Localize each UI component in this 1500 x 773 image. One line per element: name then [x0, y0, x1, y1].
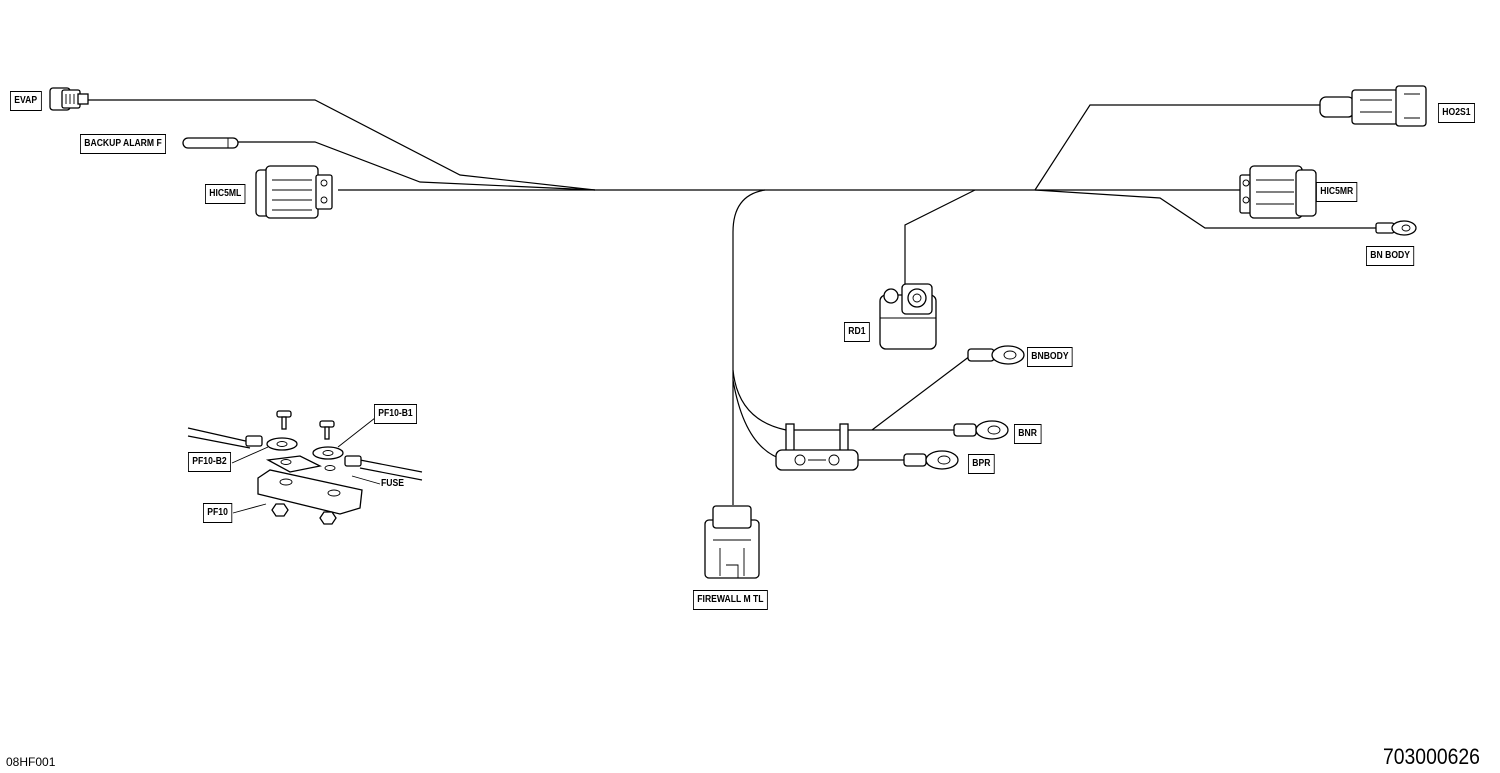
harness-wires: [88, 99, 1378, 505]
bnbody-label: BNBODY: [1027, 347, 1073, 367]
rd1-connector-icon: [879, 283, 937, 350]
bnbody-ring-terminal-icon: [967, 345, 1025, 365]
bnr-ring-terminal-icon: [953, 420, 1009, 440]
hic5mr-connector-icon: [1239, 165, 1317, 219]
bpr-label: BPR: [968, 454, 995, 474]
bn-body-ring-terminal-icon: [1375, 220, 1417, 236]
ho2s1-connector-icon: [1319, 85, 1427, 127]
firewall-connector-label: FIREWALL M TL: [693, 590, 768, 610]
evap-connector-icon: [49, 87, 89, 111]
ho2s1-connector-label: HO2S1: [1438, 103, 1475, 123]
hic5ml-connector-icon: [255, 165, 333, 219]
pf10-label: PF10: [203, 503, 233, 523]
hic5ml-connector-label: HIC5ML: [205, 184, 246, 204]
firewall-connector-icon: [704, 505, 760, 579]
backup-alarm-terminal-icon: [182, 137, 239, 149]
figure-code: 08HF001: [6, 755, 56, 769]
backup-alarm-label: BACKUP ALARM F: [80, 134, 166, 154]
part-number: 703000626: [1383, 744, 1480, 769]
fuse-detail-illustration: [187, 410, 423, 525]
bpr-ring-terminal-icon: [903, 450, 959, 470]
fuse-holder-icon: [775, 423, 859, 471]
rd1-connector-label: RD1: [844, 322, 870, 342]
fuse-label: FUSE: [381, 478, 404, 489]
evap-connector-label: EVAP: [10, 91, 42, 111]
hic5mr-connector-label: HIC5MR: [1316, 182, 1358, 202]
bn-body-label: BN BODY: [1366, 246, 1415, 266]
pf10-b1-label: PF10-B1: [374, 404, 418, 424]
pf10-b2-label: PF10-B2: [188, 452, 232, 472]
bnr-label: BNR: [1014, 424, 1042, 444]
